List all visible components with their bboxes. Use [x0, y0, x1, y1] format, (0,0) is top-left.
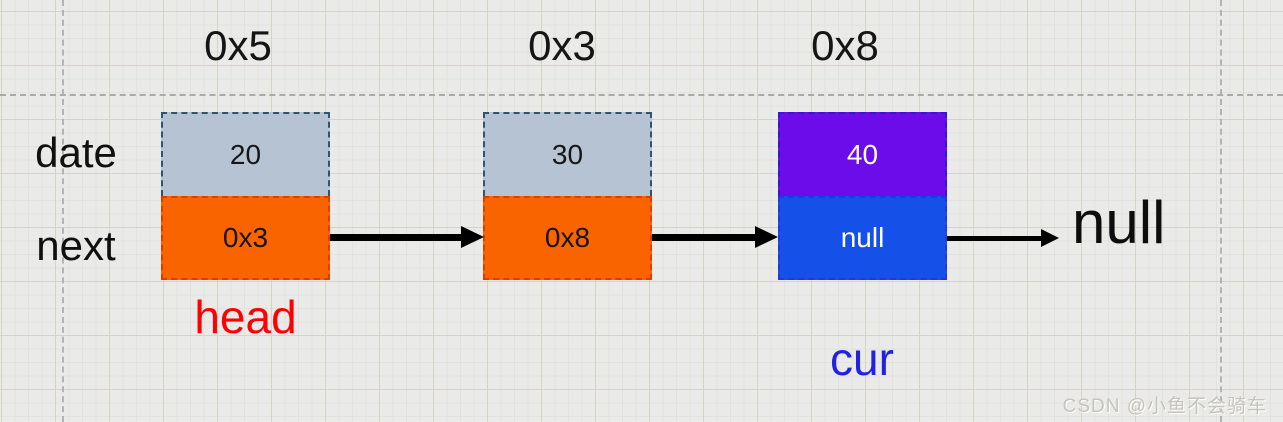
horizontal-guide-line — [0, 94, 1283, 96]
arrow-head-icon — [461, 226, 484, 248]
pointer-arrow-node1-to-node2 — [330, 226, 484, 248]
node-2-address: 0x3 — [528, 22, 596, 69]
node-3-next-value: null — [840, 222, 885, 253]
head-pointer-label: head — [194, 291, 297, 343]
node-1-next-cell: 0x3 — [161, 196, 330, 280]
node-3-data-cell: 40 — [778, 112, 947, 196]
node-3-address: 0x8 — [811, 22, 879, 69]
arrow-shaft — [947, 235, 1041, 241]
pointer-arrow-node3-to-null — [947, 229, 1059, 247]
node-1-data-cell: 20 — [161, 112, 330, 196]
terminal-null-label: null — [1072, 189, 1166, 256]
node-3-data-value: 40 — [846, 139, 879, 170]
node-2-next-cell: 0x8 — [483, 196, 652, 280]
list-node-1: 20 0x3 — [161, 112, 330, 280]
node-3-next-cell: null — [778, 196, 947, 280]
arrow-shaft — [330, 233, 461, 241]
arrow-head-icon — [755, 226, 778, 248]
pointer-arrow-node2-to-node3 — [652, 226, 778, 248]
arrow-head-icon — [1041, 229, 1059, 247]
arrow-shaft — [652, 233, 755, 241]
vertical-guide-line-right — [1220, 0, 1222, 422]
node-1-address: 0x5 — [204, 22, 272, 69]
node-2-next-value: 0x8 — [544, 222, 591, 253]
node-2-data-value: 30 — [551, 139, 584, 170]
row-label-date: date — [35, 129, 117, 176]
row-label-next: next — [36, 222, 116, 269]
node-2-data-cell: 30 — [483, 112, 652, 196]
list-node-2: 30 0x8 — [483, 112, 652, 280]
node-1-data-value: 20 — [229, 139, 262, 170]
watermark: CSDN @小鱼不会骑车 — [1062, 396, 1267, 417]
vertical-guide-line-left — [62, 0, 64, 422]
cur-pointer-label: cur — [830, 333, 894, 385]
list-node-3: 40 null — [778, 112, 947, 280]
node-1-next-value: 0x3 — [222, 222, 269, 253]
